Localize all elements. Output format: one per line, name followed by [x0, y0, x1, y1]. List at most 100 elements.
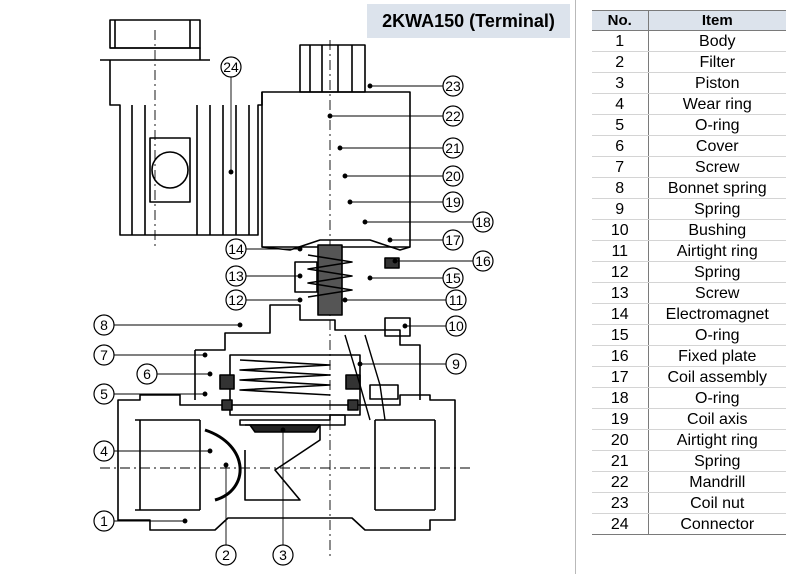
part-number: 12 [592, 261, 649, 283]
callout-number: 14 [228, 241, 244, 257]
callout-22: 22 [442, 105, 464, 127]
callout-number: 6 [143, 366, 151, 382]
title-banner: 2KWA150 (Terminal) [367, 4, 570, 38]
part-name: O-ring [648, 114, 786, 136]
callout-12: 12 [225, 289, 247, 311]
callout-circle [93, 510, 115, 532]
flow-passage [244, 424, 321, 501]
callout-circle [472, 250, 494, 272]
part-number: 15 [592, 324, 649, 346]
leader-dot [327, 113, 333, 119]
callout-number: 16 [475, 253, 491, 269]
connector-body [100, 47, 263, 236]
callout-number: 22 [445, 108, 461, 124]
part-number: 9 [592, 198, 649, 220]
callout-number: 21 [445, 140, 461, 156]
callout-number: 17 [445, 232, 461, 248]
part-name: Spring [648, 261, 786, 283]
part-name: Filter [648, 51, 786, 73]
callout-24: 24 [220, 56, 242, 78]
leader-dot [207, 448, 213, 454]
callout-number: 18 [475, 214, 491, 230]
callout-circle [93, 344, 115, 366]
callout-circle [225, 289, 247, 311]
callout-9: 9 [445, 353, 467, 375]
callout-4: 4 [93, 440, 115, 462]
bonnet-spring [239, 359, 331, 396]
callout-number: 5 [100, 386, 108, 402]
callout-circle [93, 383, 115, 405]
part-number: 23 [592, 492, 649, 514]
callout-6: 6 [136, 363, 158, 385]
callout-circle [442, 105, 464, 127]
leader-dot [402, 323, 408, 329]
connector-ribs [131, 105, 250, 235]
part-number: 18 [592, 387, 649, 409]
callout-21: 21 [442, 137, 464, 159]
part-number: 2 [592, 51, 649, 73]
leader-dot [392, 258, 398, 264]
part-name: Connector [648, 513, 786, 535]
leader-dot [223, 462, 229, 468]
part-name: Electromagnet [648, 303, 786, 325]
part-name: O-ring [648, 324, 786, 346]
part-number: 10 [592, 219, 649, 241]
leader-dot [237, 322, 243, 328]
leader-dot [362, 219, 368, 225]
part-name: Screw [648, 156, 786, 178]
callout-circle [445, 289, 467, 311]
callout-8: 8 [93, 314, 115, 336]
coil-base [261, 239, 411, 251]
callout-16: 16 [472, 250, 494, 272]
callout-number: 12 [228, 292, 244, 308]
callout-17: 17 [442, 229, 464, 251]
callout-circle [93, 440, 115, 462]
tube-fitting [369, 384, 399, 400]
connector-window [151, 151, 189, 189]
callout-circle [215, 544, 237, 566]
callout-number: 1 [100, 513, 108, 529]
coil-nut [299, 44, 366, 93]
callout-circle [442, 191, 464, 213]
part-name: Spring [648, 198, 786, 220]
callout-number: 20 [445, 168, 461, 184]
bushing-block [384, 317, 411, 337]
right-port [374, 419, 436, 511]
part-name: Cover [648, 135, 786, 157]
part-number: 17 [592, 366, 649, 388]
part-name: Airtight ring [648, 240, 786, 262]
part-number: 21 [592, 450, 649, 472]
table-header-row: No. Item [592, 10, 786, 31]
cover [194, 304, 421, 400]
part-number: 5 [592, 114, 649, 136]
connector-cap [109, 19, 201, 49]
piston-body [229, 354, 361, 416]
core-spring [307, 254, 353, 298]
part-name: Bonnet spring [648, 177, 786, 199]
callout-circle [225, 265, 247, 287]
leader-dot [367, 275, 373, 281]
leader-dot [357, 361, 363, 367]
callout-circle [220, 56, 242, 78]
part-number: 13 [592, 282, 649, 304]
part-number: 6 [592, 135, 649, 157]
callout-number: 23 [445, 78, 461, 94]
callout-circle [445, 315, 467, 337]
part-number: 8 [592, 177, 649, 199]
leader-dot [280, 427, 286, 433]
